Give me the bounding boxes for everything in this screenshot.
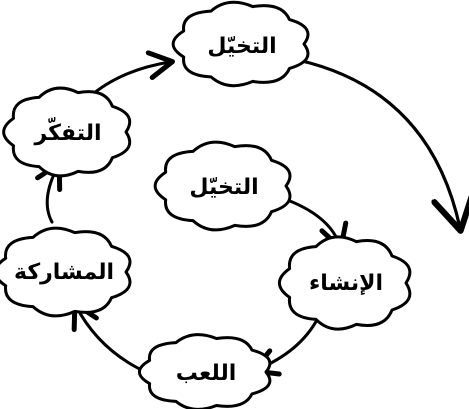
node-label-left-top: التفكّر bbox=[33, 117, 101, 146]
node-label-right-bottom: الإنشاء bbox=[309, 271, 383, 296]
arrow-play-to-share bbox=[71, 301, 152, 376]
cloud-left-bottom bbox=[0, 226, 132, 318]
cloud-bottom bbox=[137, 333, 272, 409]
arrow-imagine-outgoing bbox=[296, 58, 460, 228]
node-label-left-bottom: المشاركة bbox=[14, 260, 114, 285]
cloud-center bbox=[153, 140, 292, 232]
cloud-top bbox=[171, 0, 310, 88]
cloud-left-top bbox=[2, 86, 132, 178]
node-label-bottom: اللعب bbox=[176, 361, 237, 386]
cloud-right-bottom bbox=[277, 235, 412, 331]
clouds bbox=[0, 0, 412, 409]
node-label-center: التخيّل bbox=[189, 175, 258, 200]
node-label-top: التخيّل bbox=[207, 34, 276, 59]
